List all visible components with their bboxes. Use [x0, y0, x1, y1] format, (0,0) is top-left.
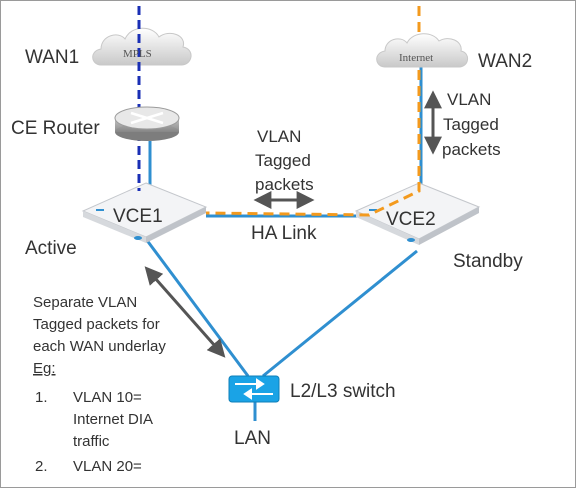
mpls-label: MPLS — [123, 48, 152, 60]
wan1-label: WAN1 — [25, 47, 79, 68]
vlan-right-line-2: Tagged — [443, 115, 499, 134]
note-item-2-num: 2. — [35, 458, 48, 475]
wan2-label: WAN2 — [478, 51, 532, 72]
note-item-1-num: 1. — [35, 389, 48, 406]
lan-label: LAN — [234, 428, 271, 449]
switch-device[interactable] — [228, 375, 280, 403]
vce1-label: VCE1 — [113, 206, 163, 227]
link-vce2-switch — [262, 249, 418, 378]
vlan-right-line-3: packets — [442, 140, 501, 159]
network-links — [144, 65, 423, 421]
note-item-1-line-1: VLAN 10= — [73, 389, 142, 406]
vlan-note: Separate VLAN Tagged packets for each WA… — [33, 294, 166, 475]
note-item-2-line-1: VLAN 20= — [73, 458, 142, 475]
mpls-cloud — [92, 27, 192, 66]
ce-router[interactable] — [114, 106, 180, 141]
note-line-2: Tagged packets for — [33, 316, 160, 333]
internet-path-dashed — [205, 6, 421, 217]
vlan-center-line-3: packets — [255, 175, 314, 194]
ha-link-label: HA Link — [251, 223, 317, 244]
note-eg: Eg: — [33, 360, 56, 377]
vlan-right-line-1: VLAN — [447, 90, 491, 109]
vce2-label: VCE2 — [386, 209, 436, 230]
switch-label: L2/L3 switch — [290, 381, 396, 402]
internet-label: Internet — [399, 52, 433, 64]
standby-label: Standby — [453, 251, 523, 272]
note-item-1-line-2: Internet DIA — [73, 411, 153, 428]
arrow-vlan-left — [144, 266, 226, 358]
vce2-device[interactable] — [354, 182, 481, 245]
active-label: Active — [25, 238, 77, 259]
switch-arrows-icon — [235, 378, 273, 400]
vlan-center-line-2: Tagged — [255, 151, 311, 170]
router-arrows-icon — [130, 111, 164, 125]
note-line-3: each WAN underlay — [33, 338, 166, 355]
note-item-1-line-3: traffic — [73, 433, 110, 450]
vce1-device[interactable] — [81, 182, 208, 243]
link-vce1-switch — [144, 238, 250, 377]
note-line-1: Separate VLAN — [33, 294, 137, 311]
internet-cloud — [376, 33, 468, 68]
ce-router-label: CE Router — [11, 118, 100, 139]
vlan-center-line-1: VLAN — [257, 127, 301, 146]
